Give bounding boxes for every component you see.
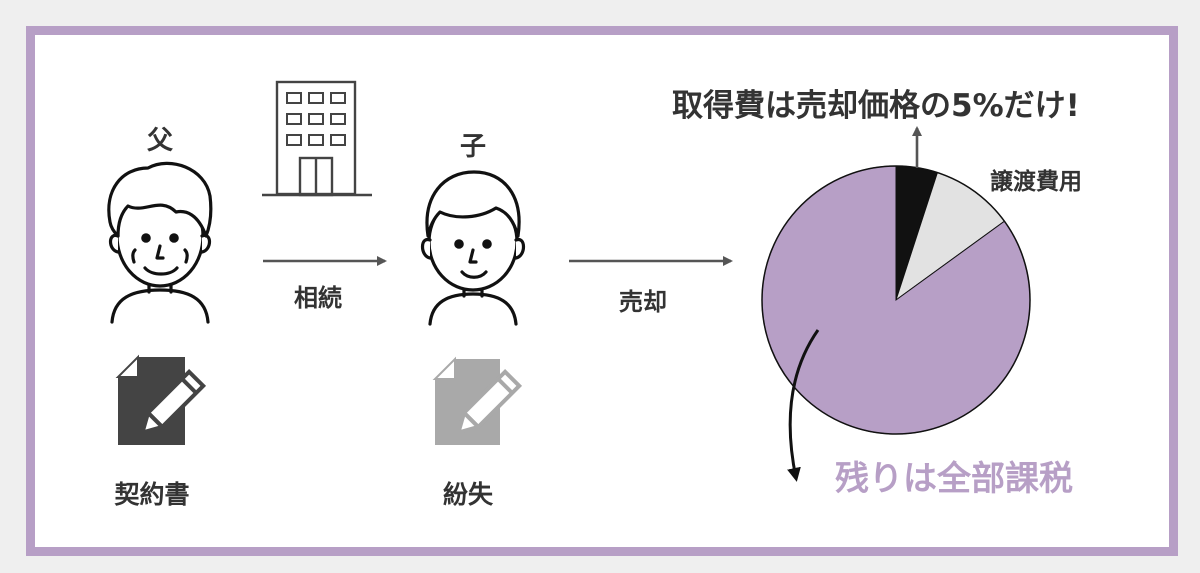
document-pen-icon	[115, 354, 207, 445]
sale-label: 売却	[619, 288, 667, 316]
inherit-label: 相続	[294, 284, 342, 312]
child-face-icon	[420, 170, 526, 326]
contract-label: 契約書	[114, 480, 190, 509]
pie-chart	[761, 165, 1031, 435]
building-icon	[262, 80, 372, 197]
pie-outline	[761, 165, 1031, 435]
rest-taxed-callout: 残りは全部課税	[835, 459, 1073, 499]
child-label: 子	[459, 132, 487, 162]
lost-label: 紛失	[442, 480, 494, 509]
acquisition-cost-callout: 取得費は売却価格の5%だけ!	[672, 88, 1080, 124]
lost-document-pen-icon	[432, 356, 523, 445]
father-face-icon	[107, 161, 213, 324]
father-label: 父	[146, 126, 174, 156]
taxed-callout-arrow	[787, 329, 820, 482]
transfer-cost-label: 譲渡費用	[990, 169, 1082, 195]
